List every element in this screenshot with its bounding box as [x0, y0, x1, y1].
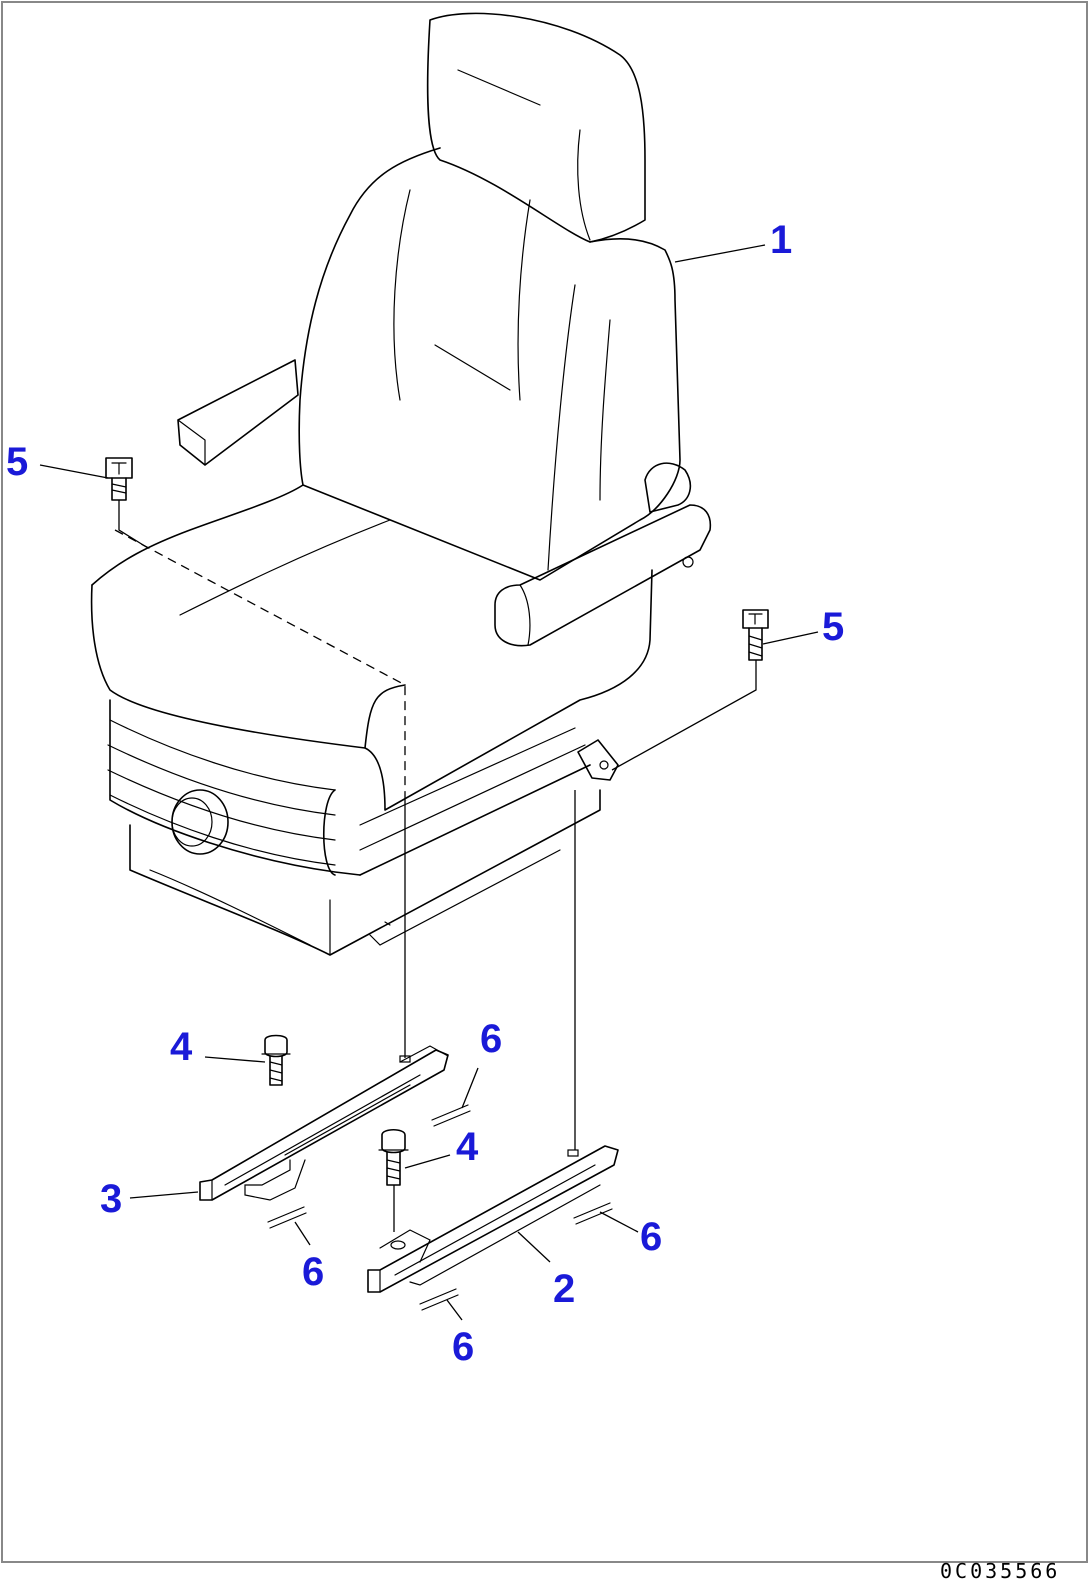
callout-6-bottom: 6: [452, 1325, 474, 1369]
callout-4-upper: 4: [170, 1025, 193, 1069]
leader-6-left: [294, 1221, 311, 1246]
leader-3: [129, 1191, 199, 1199]
leader-5-right: [762, 631, 819, 645]
rail-2: [367, 1145, 619, 1293]
leader-4-lower: [404, 1154, 451, 1169]
leader-6-bottom: [446, 1299, 463, 1321]
seat: [90, 12, 712, 956]
leader-4-upper: [204, 1056, 266, 1063]
leader-1: [674, 244, 766, 263]
shim-6-bottom: [419, 1288, 459, 1311]
leader-5-left: [39, 464, 109, 479]
callout-3: 3: [100, 1177, 122, 1221]
callout-4-lower: 4: [456, 1125, 479, 1169]
drawing-code: 0C035566: [940, 1559, 1060, 1583]
callout-6-upper: 6: [480, 1017, 502, 1061]
shim-6-left: [267, 1206, 307, 1229]
shim-6-upper: [431, 1104, 471, 1127]
bolt-4-upper: [261, 1034, 291, 1086]
callout-2: 2: [553, 1267, 575, 1311]
callout-1: 1: [770, 218, 792, 262]
bolt-5-left: [105, 457, 149, 549]
callout-5-right: 5: [822, 605, 844, 649]
bolt-5-right: [611, 609, 769, 771]
bolt-4-lower: [378, 1128, 409, 1232]
callout-6-right: 6: [640, 1215, 662, 1259]
shim-6-right: [573, 1202, 613, 1225]
callout-5-left: 5: [6, 440, 28, 484]
leader-2: [517, 1231, 551, 1263]
leader-6-right: [599, 1211, 639, 1233]
leader-6-upper: [461, 1067, 479, 1109]
callout-6-left: 6: [302, 1250, 324, 1294]
rail-3: [199, 1045, 449, 1201]
